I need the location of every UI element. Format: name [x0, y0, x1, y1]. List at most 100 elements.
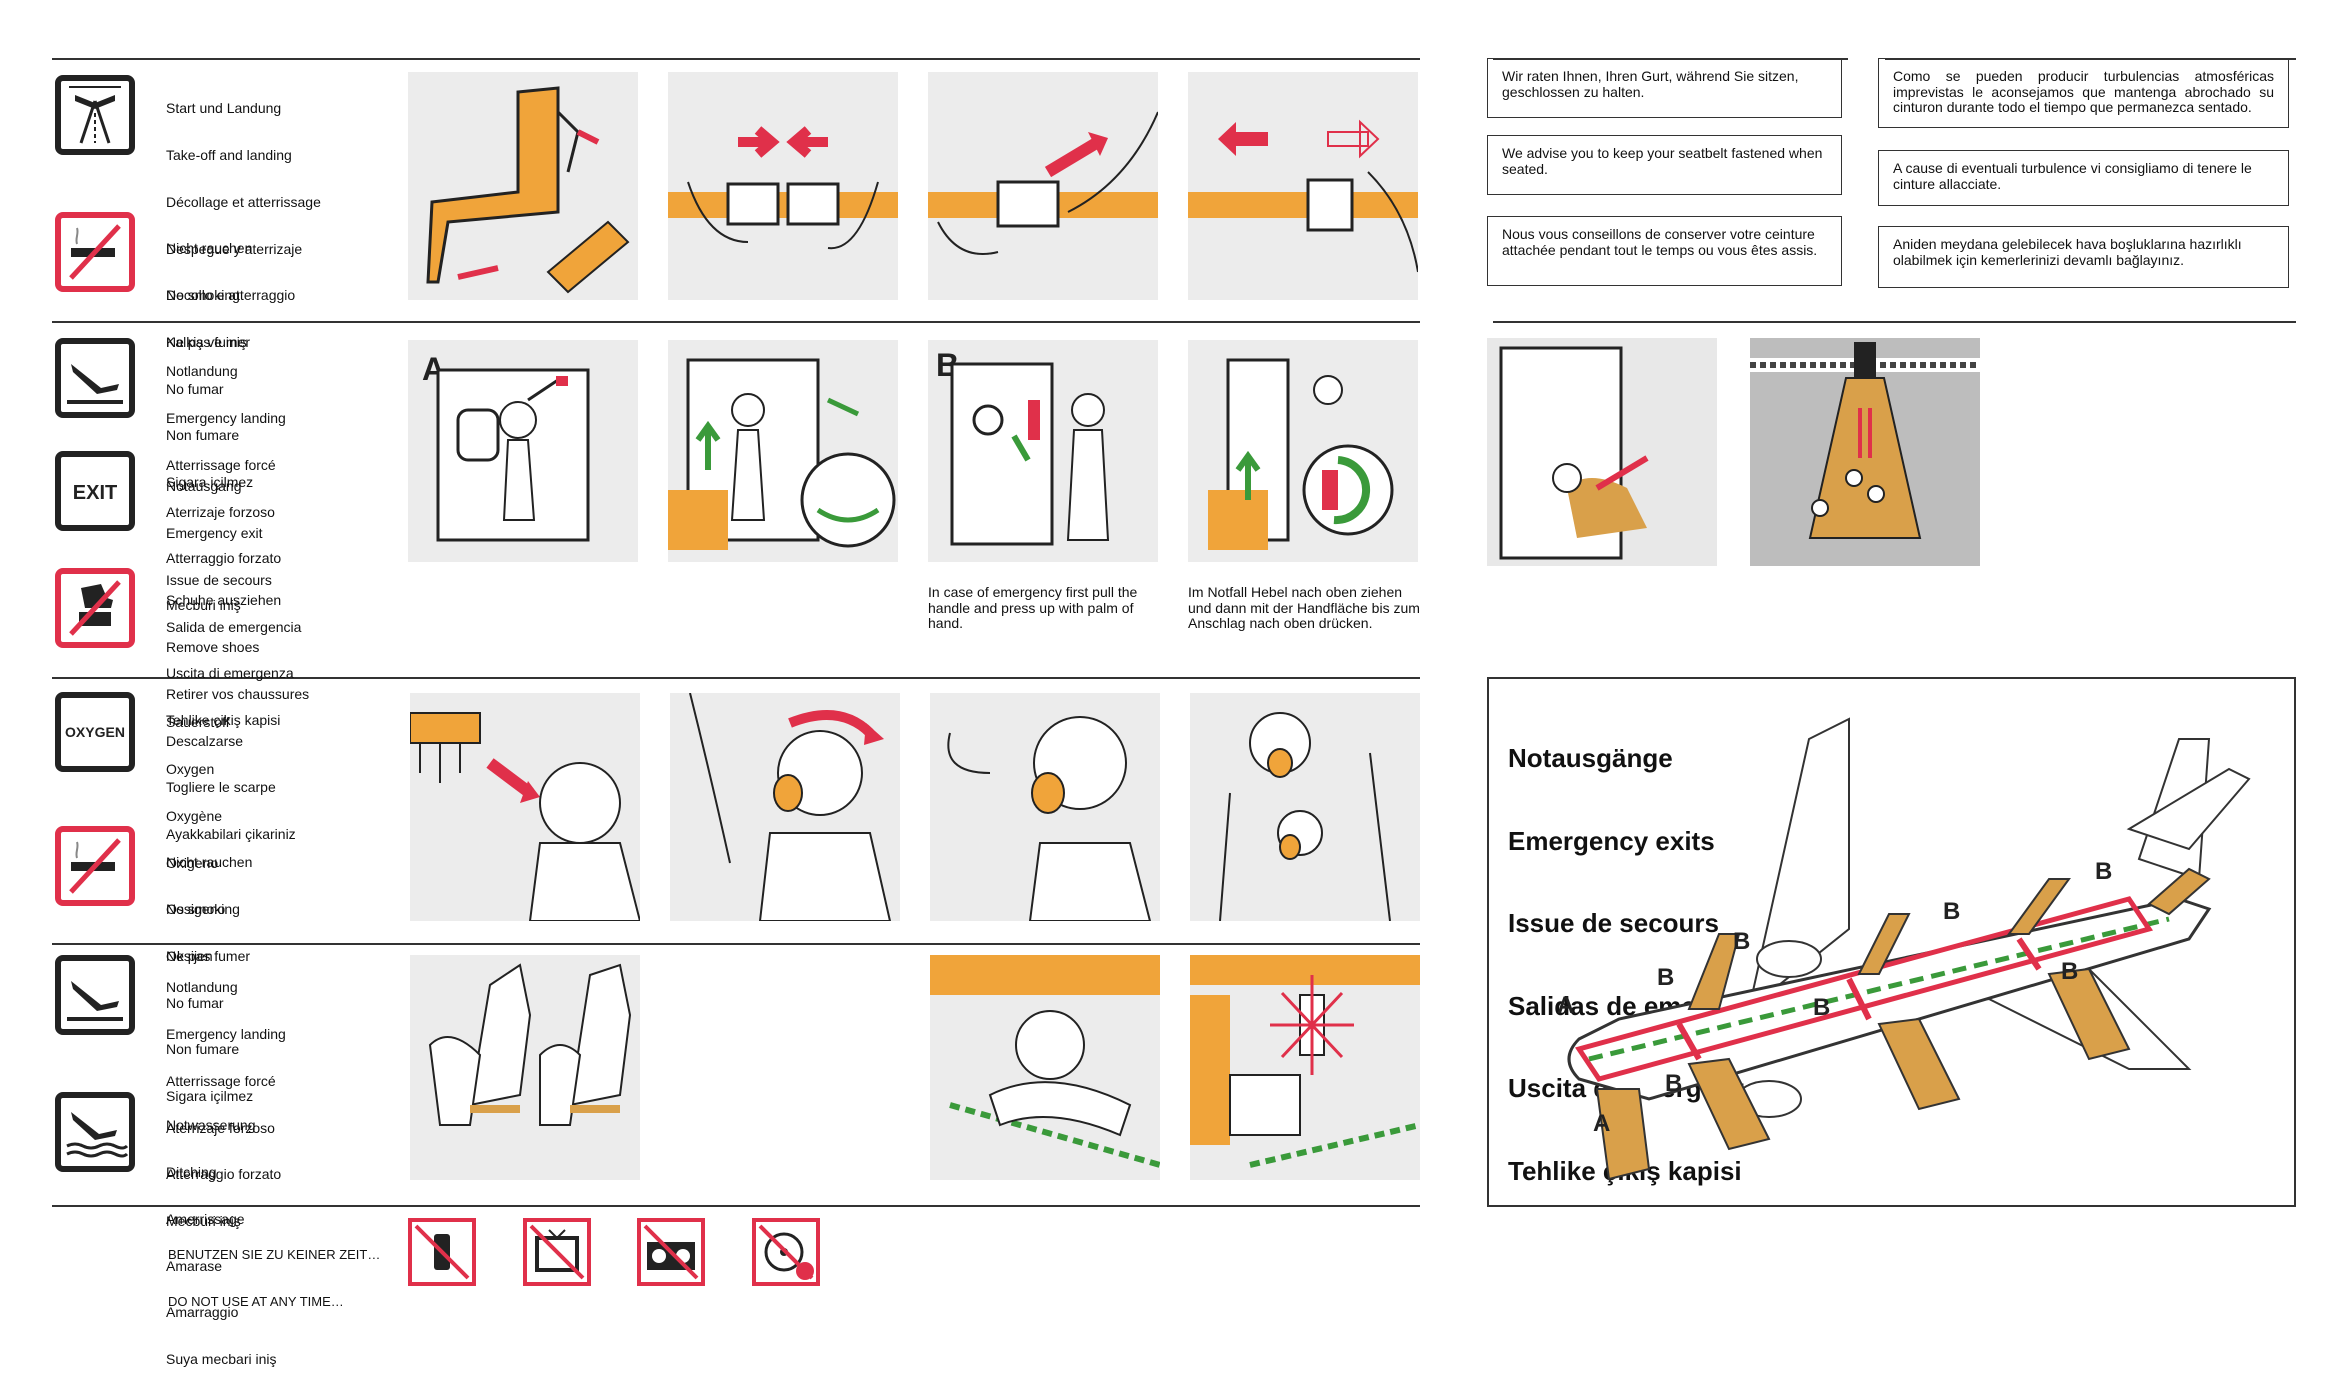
- door-label-b: B: [1657, 964, 1674, 991]
- divider: [52, 321, 1420, 323]
- svg-text:EXIT: EXIT: [73, 482, 117, 504]
- seatbelt-takeoff-icon: [55, 75, 135, 155]
- no-smoking-icon: [55, 212, 135, 292]
- lang-line: Notausgang: [166, 478, 242, 495]
- door-label-b: B: [2061, 958, 2078, 985]
- lang-line: Schuhe ausziehen: [166, 592, 282, 609]
- escape-slide: [2147, 867, 2211, 916]
- no-radio-icon: [637, 1218, 705, 1286]
- lang-line: Mecburi iniş: [166, 597, 241, 614]
- banned-devices-notice: BENUTZEN SIE ZU KEINER ZEIT… DO NOT USE …: [168, 1216, 380, 1325]
- lang-line: No fumar: [166, 380, 224, 397]
- emergency-landing-instructions-2: Notlandung Emergency landing Atterrissag…: [166, 949, 286, 1245]
- exit-route: [2016, 937, 2042, 971]
- ditching-icon: [55, 1092, 135, 1172]
- lang-line: Ne pas fumer: [166, 333, 251, 350]
- lang-line: Amarraggio: [166, 1304, 239, 1321]
- lang-line: Salida de emergencia: [166, 618, 302, 635]
- seatbelt-advice-fr: Nous vous conseillons de conserver votre…: [1487, 216, 1842, 286]
- aircraft-exits-illustration: A A B B B B B B B: [1557, 717, 2251, 1181]
- divider: [1493, 58, 1848, 60]
- illustration-brace-position: [410, 955, 640, 1180]
- lang-line: Atterraggio forzato: [166, 550, 282, 567]
- title-line: Issue de secours: [1508, 908, 1719, 938]
- lang-line: No smoking: [166, 286, 240, 303]
- seatbelt-advice-it: A cause di eventuali turbulence vi consi…: [1878, 150, 2289, 206]
- escape-slide: [1595, 1088, 1651, 1181]
- escape-slide: [1857, 913, 1911, 975]
- divider: [52, 677, 1420, 679]
- lang-line: Amerrissage: [166, 1210, 245, 1227]
- door-handle-caption-en: In case of emergency first pull the hand…: [928, 584, 1138, 631]
- remove-shoes-instructions: Schuhe ausziehen Remove shoes Retirer vo…: [166, 562, 309, 858]
- lang-line: Sigara içilmez: [166, 1088, 254, 1105]
- seatbelt-advice-en: We advise you to keep your seatbelt fast…: [1487, 135, 1842, 195]
- oxygen-instructions: Sauerstoff Oxygen Oxygène Oxigeno Ossige…: [166, 684, 230, 980]
- lang-line: Oxigeno: [166, 854, 219, 871]
- emergency-landing-icon: [55, 955, 135, 1035]
- divider: [52, 943, 1420, 945]
- svg-text:OXYGEN: OXYGEN: [65, 724, 125, 740]
- emergency-landing-icon: [55, 338, 135, 418]
- lang-line: Oksijen: [166, 948, 213, 965]
- lang-line: Décollage et atterrissage: [166, 193, 321, 210]
- seatbelt-advice-de: Wir raten Ihnen, Ihren Gurt, während Sie…: [1487, 58, 1842, 118]
- lang-line: Ne pas fumer: [166, 947, 251, 964]
- lang-line: Non fumare: [166, 1041, 240, 1058]
- door-label-b: B: [1733, 928, 1750, 955]
- exit-icon: EXIT: [55, 451, 135, 531]
- seatbelt-advice-es: Como se pueden producir turbulencias atm…: [1878, 58, 2289, 128]
- lang-line: Aterrizaje forzoso: [166, 1119, 275, 1136]
- notice-line: BENUTZEN SIE ZU KEINER ZEIT…: [168, 1247, 381, 1263]
- lang-line: Ayakkabilari çikariniz: [166, 826, 296, 843]
- lang-line: Atterrissage forcé: [166, 1072, 276, 1089]
- lang-line: Descalzarse: [166, 732, 244, 749]
- door-label-b: B: [1813, 994, 1830, 1021]
- illustration-floor-path-lights: [930, 955, 1160, 1180]
- illustration-seatbelt-fasten: [668, 72, 898, 300]
- divider: [52, 1205, 1420, 1207]
- no-television-icon: [523, 1218, 591, 1286]
- aircraft-tail: [2126, 767, 2251, 851]
- title-line: Notausgänge: [1508, 743, 1673, 773]
- lang-line: Issue de secours: [166, 571, 272, 588]
- divider: [1493, 321, 2296, 323]
- door-label-b: B: [2095, 858, 2112, 885]
- lang-line: Amarase: [166, 1257, 223, 1274]
- escape-slide: [1877, 1017, 1961, 1111]
- title-line: Emergency exits: [1508, 825, 1715, 856]
- door-label-b: B: [1665, 1070, 1682, 1097]
- illustration-seat-adjust: [408, 72, 638, 300]
- divider: [52, 58, 1420, 60]
- escape-slide: [2007, 878, 2071, 935]
- door-label-a: A: [1593, 1110, 1610, 1137]
- no-mobile-phone-icon: [408, 1218, 476, 1286]
- lang-line: Mecburi iniş: [166, 1213, 241, 1230]
- lang-line: Emergency landing: [166, 409, 286, 426]
- illustration-exit-sign-lit: [1190, 955, 1420, 1180]
- remove-shoes-icon: [55, 568, 135, 648]
- illustration-slide-evacuation: [1750, 338, 1980, 566]
- no-cd-player-icon: [752, 1218, 820, 1286]
- no-smoking-instructions-2: Nicht rauchen No smoking Ne pas fumer No…: [166, 824, 253, 1120]
- illustration-door-a-push: [668, 340, 898, 562]
- seatbelt-advice-tr: Aniden meydana gelebilecek hava boşlukla…: [1878, 226, 2289, 288]
- oxygen-icon: OXYGEN: [55, 692, 135, 772]
- lang-line: Ossigeno: [166, 901, 226, 918]
- lang-line: Suya mecbari iniş: [166, 1351, 277, 1368]
- illustration-oxygen-pull: [410, 693, 640, 921]
- lang-line: Ditching: [166, 1163, 217, 1180]
- emergency-exits-diagram: [1487, 677, 2296, 1207]
- illustration-seatbelt-release: [1188, 72, 1418, 300]
- lang-line: Emergency landing: [166, 1025, 286, 1042]
- lang-line: Sauerstoff: [166, 714, 230, 731]
- lang-line: Atterrissage forcé: [166, 456, 276, 473]
- lang-line: Despegue y aterrizaje: [166, 240, 303, 257]
- escape-slide: [1687, 933, 1741, 1010]
- lang-line: Aterrizaje forzoso: [166, 503, 275, 520]
- lang-line: Nicht rauchen: [166, 240, 253, 257]
- lang-line: Uscita di emergenza: [166, 665, 294, 682]
- lang-line: Sigara içilmez: [166, 474, 254, 491]
- exit-route: [1574, 896, 2154, 1082]
- door-handle-caption-de: Im Notfall Hebel nach oben ziehen und da…: [1188, 584, 1420, 631]
